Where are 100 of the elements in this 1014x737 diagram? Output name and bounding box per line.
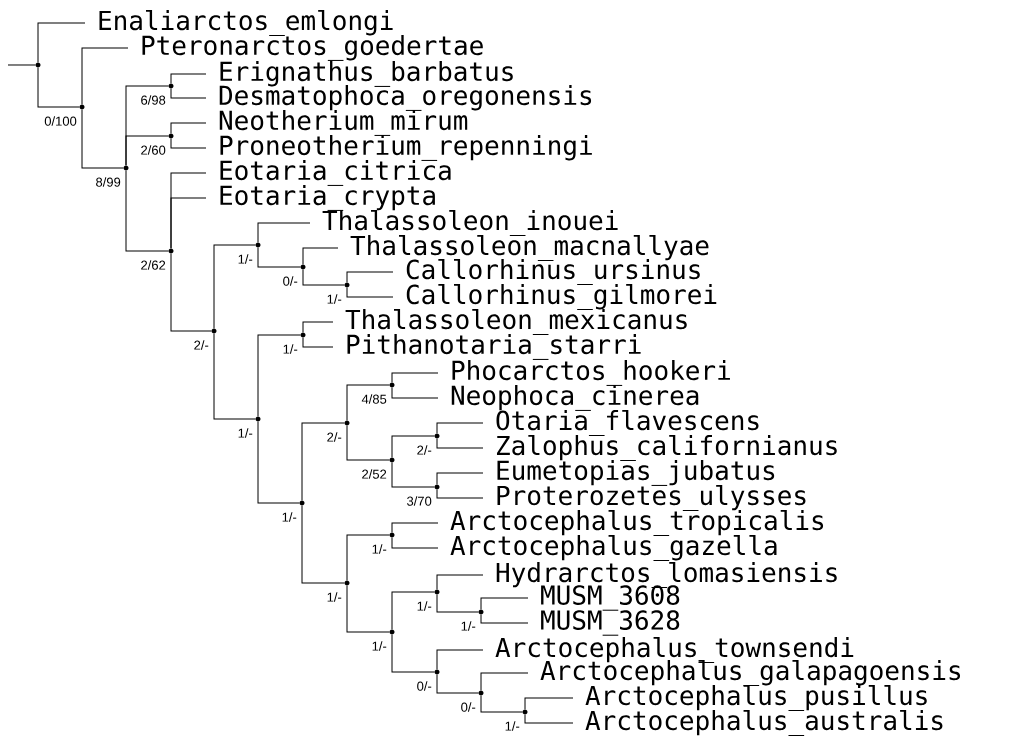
support-value: 1/- [283, 344, 298, 354]
support-value: 0/- [283, 276, 298, 286]
taxon-label: Eumetopias_jubatus [497, 460, 775, 486]
support-value: 1/- [238, 254, 253, 264]
support-value: 2/52 [362, 469, 387, 479]
branch-line [436, 438, 484, 449]
taxon-label: Desmatophoca_oregonensis [219, 85, 592, 111]
support-value: 0/- [461, 702, 476, 712]
branch-line [81, 109, 124, 169]
branch-line [170, 88, 207, 99]
taxon-label: Pteronarctos_goedertae [142, 35, 483, 61]
taxon-label: Thalassoleon_mexicanus [345, 308, 687, 335]
branch-line [346, 384, 390, 421]
branch-line [81, 47, 129, 105]
branch-line [301, 505, 345, 584]
support-value: 3/70 [407, 496, 432, 506]
branch-line [257, 247, 301, 268]
support-value: 0/- [417, 681, 432, 691]
branch-line [436, 489, 484, 499]
branch-line [170, 122, 207, 134]
branch-line [125, 135, 169, 166]
taxon-label: Enaliarctos_emlongi [99, 9, 393, 36]
branch-node [168, 133, 174, 139]
support-value: 1/- [505, 721, 520, 731]
support-value: 1/- [282, 512, 297, 522]
branch-node [300, 332, 306, 338]
branch-line [257, 421, 300, 504]
branch-node [255, 416, 261, 422]
branch-node [344, 282, 350, 288]
support-value: 1/- [372, 544, 387, 554]
taxon-label: Arctocephalus_australis [585, 710, 943, 736]
branch-line [37, 67, 80, 108]
taxon-label: Otaria_flavescens [496, 410, 759, 436]
branch-line [391, 387, 439, 399]
branch-line [346, 585, 390, 633]
taxon-label: Thalassoleon_macnallyae [350, 234, 709, 261]
branch-line [301, 422, 345, 501]
branch-node [434, 669, 440, 675]
branch-line [436, 649, 484, 670]
branch-line [302, 337, 334, 348]
branch-line [170, 73, 207, 84]
taxon-label: Proterozetes_ulysses [497, 485, 806, 511]
support-value: 2/62 [141, 260, 166, 270]
branch-line [302, 247, 339, 265]
branch-node [344, 420, 350, 426]
branch-line [524, 714, 574, 724]
branch-line [125, 170, 169, 252]
branch-line [480, 597, 529, 610]
branch-line [391, 462, 435, 488]
support-value: 2/60 [141, 145, 166, 155]
branch-node [389, 629, 395, 635]
branch-line [436, 472, 484, 485]
branch-line [436, 422, 484, 434]
branch-line [302, 269, 345, 286]
branch-line [391, 522, 439, 533]
branch-line [480, 614, 529, 624]
branch-node [522, 709, 528, 715]
support-value: 6/98 [141, 95, 166, 105]
taxon-label: MUSM_3628 [541, 610, 680, 636]
branch-node [35, 62, 41, 68]
branch-line [391, 591, 435, 630]
branch-line [7, 64, 36, 66]
branch-line [346, 425, 390, 461]
branch-node [255, 242, 261, 248]
branch-node [389, 382, 395, 388]
taxon-label: Zalophus_californianus [497, 435, 837, 461]
branch-node [168, 248, 174, 254]
branch-line [436, 674, 479, 694]
taxon-label: Pithanotaria_starri [347, 334, 641, 360]
branch-line [346, 287, 394, 298]
branch-node [434, 433, 440, 439]
support-value: 1/- [417, 601, 432, 611]
taxon-label: Neophoca_cinerea [451, 385, 699, 411]
taxon-label: Neotherium_mirum [219, 110, 468, 136]
branch-node [123, 165, 129, 171]
taxon-label: Proneotherium_repenningi [220, 135, 592, 161]
branch-line [436, 594, 479, 613]
taxon-label: Arctocephalus_pusillus [585, 685, 927, 711]
taxon-label: Eotaria_citrica [220, 160, 451, 186]
branch-node [478, 690, 484, 696]
support-value: 4/85 [361, 394, 387, 404]
taxon-label: Arctocephalus_tropicalis [450, 510, 824, 536]
branch-line [170, 138, 207, 149]
taxon-label: Callorhinus_ursinus [406, 259, 700, 285]
branch-node [300, 264, 306, 270]
branch-node [434, 484, 440, 490]
support-value: 1/- [327, 592, 342, 602]
branch-node [389, 532, 395, 538]
branch-node [211, 328, 217, 334]
support-value: 0/100 [44, 116, 77, 126]
taxon-label: Thalassoleon_inouei [322, 209, 618, 236]
taxon-label: Eotaria_crypta [220, 185, 435, 211]
branch-line [391, 435, 435, 458]
support-value: 1/- [238, 428, 253, 438]
branch-node [389, 457, 395, 463]
branch-node [478, 609, 484, 615]
branch-node [434, 589, 440, 595]
support-value: 2/- [417, 445, 432, 455]
branch-line [170, 253, 212, 332]
taxon-label: Phocarctos_hookeri [452, 360, 730, 386]
